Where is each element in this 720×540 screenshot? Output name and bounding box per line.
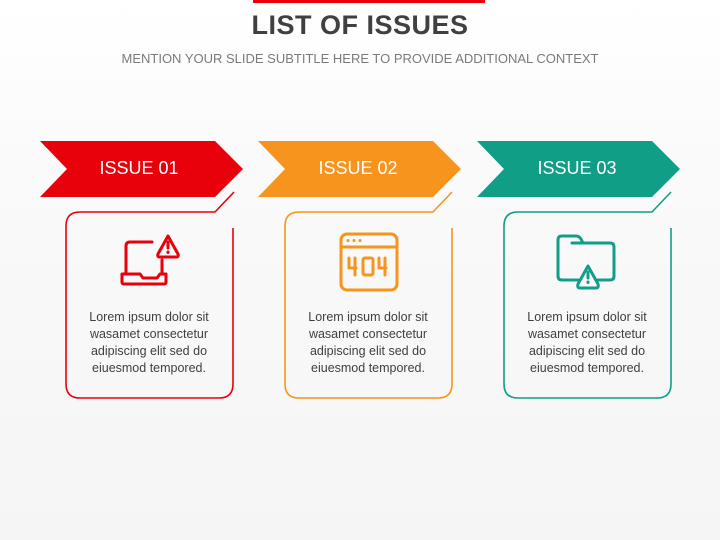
issue-02-description: Lorem ipsum dolor sit wasamet consectetu… [308, 310, 428, 375]
folder-warning-icon [554, 230, 618, 294]
laptop-warning-icon [118, 230, 182, 294]
issue-03-description: Lorem ipsum dolor sit wasamet consectetu… [527, 310, 647, 375]
issue-03-label: ISSUE 03 [537, 158, 617, 178]
browser-404-icon [337, 230, 401, 294]
issue-01-description: Lorem ipsum dolor sit wasamet consectetu… [89, 310, 209, 375]
slide-title: LIST OF ISSUES [251, 10, 469, 40]
slide-subtitle: MENTION YOUR SLIDE SUBTITLE HERE TO PROV… [121, 51, 599, 66]
title-accent-bar [253, 0, 485, 3]
issue-01-label: ISSUE 01 [99, 158, 179, 178]
issue-02-label: ISSUE 02 [318, 158, 398, 178]
